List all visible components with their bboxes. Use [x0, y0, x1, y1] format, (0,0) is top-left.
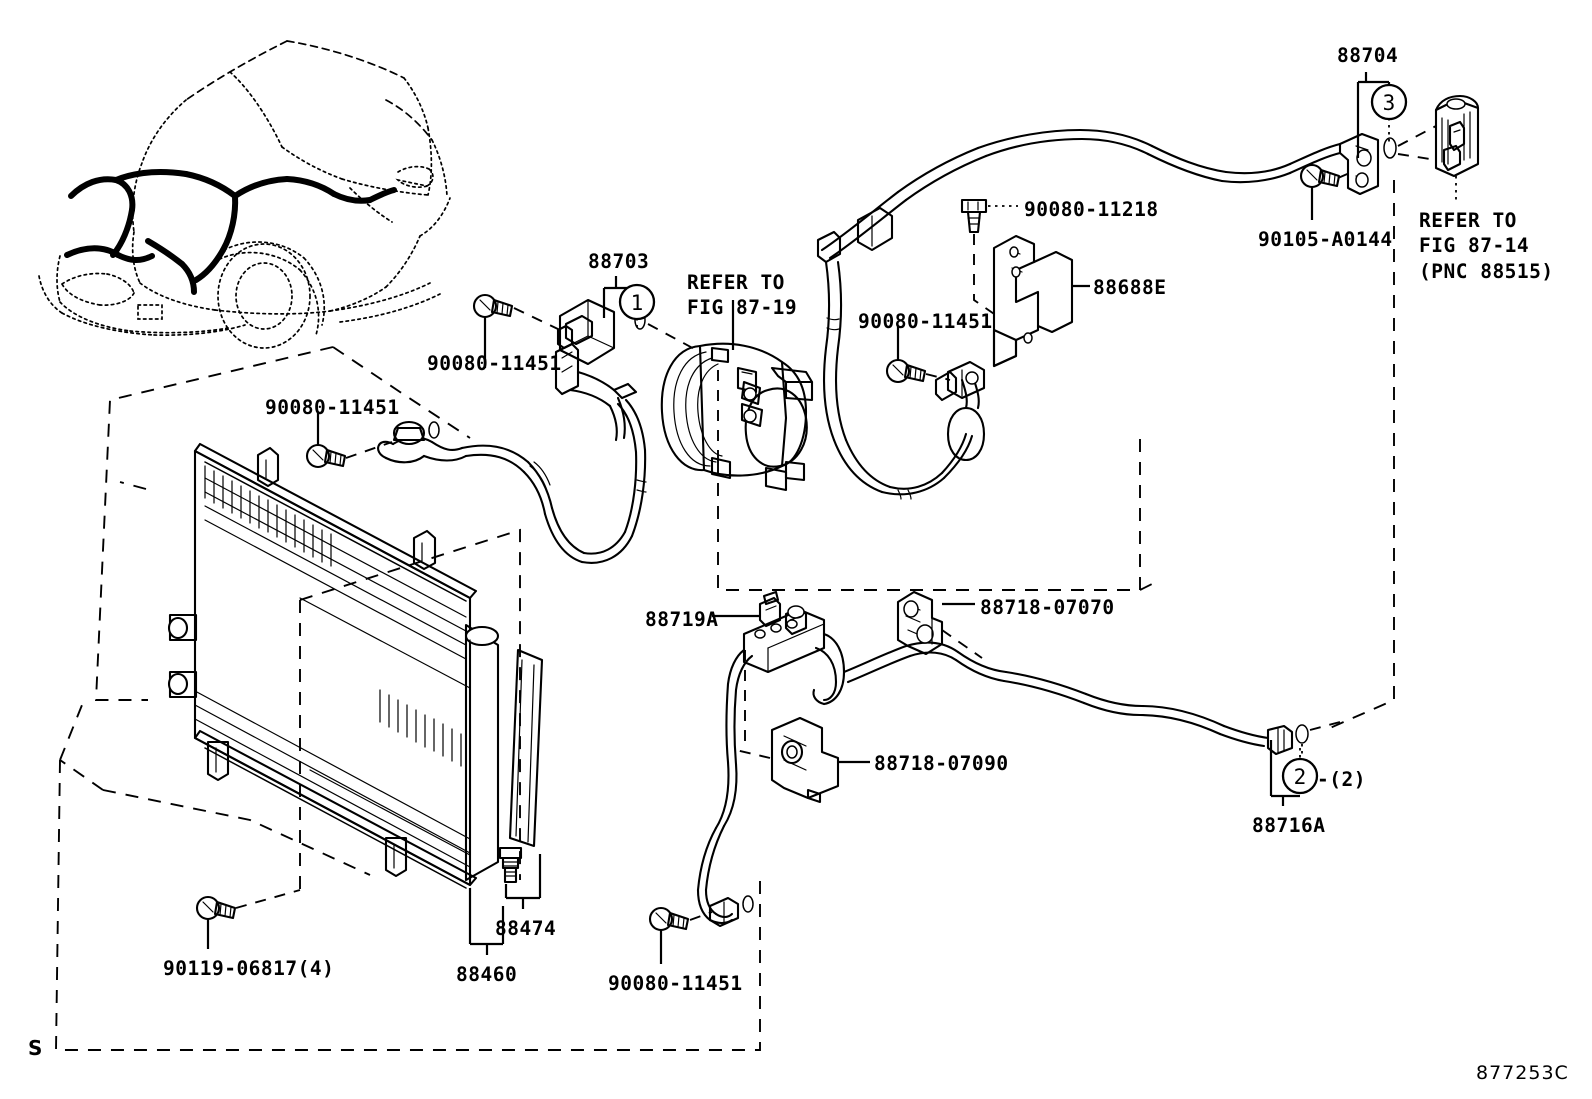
label-90080-11451-b: 90080-11451 — [858, 310, 993, 333]
bolt-icon — [1299, 163, 1341, 189]
label-88716a: 88716A — [1252, 814, 1326, 837]
part-88718-07070-clamp — [896, 590, 944, 656]
bolt-icon — [885, 358, 927, 384]
label-88474: 88474 — [495, 917, 557, 940]
bolt-icon — [472, 293, 514, 319]
compressor-assembly — [660, 342, 814, 492]
corner-mark-s: S — [28, 1036, 43, 1060]
drier-cap — [498, 846, 523, 884]
part-88703-fitting — [554, 298, 646, 442]
part-88716a-pipe — [842, 641, 1309, 756]
harness-highlight — [64, 169, 397, 295]
label-90119-06817: 90119-06817(4) — [163, 957, 335, 980]
label-88460: 88460 — [456, 963, 518, 986]
label-90105-a0144: 90105-A0144 — [1258, 228, 1393, 251]
diagram-code: 877253C — [1476, 1062, 1569, 1084]
part-88718-07090-clamp — [770, 716, 840, 804]
suction-hose-right — [823, 260, 986, 500]
label-90080-11451-c: 90080-11451 — [265, 396, 400, 419]
condenser-assembly — [167, 442, 544, 889]
expansion-valve-part — [1434, 94, 1480, 178]
bolt-icon — [305, 443, 347, 469]
fasteners — [195, 163, 1341, 932]
label-88719a: 88719A — [645, 608, 719, 631]
grouping-boundaries — [55, 180, 1395, 1051]
vehicle-illustration — [38, 40, 451, 349]
callout-leaders — [206, 72, 1457, 964]
label-88704: 88704 — [1337, 44, 1399, 67]
part-88688e-bracket — [992, 234, 1074, 368]
label-88703: 88703 — [588, 250, 650, 273]
label-88718-07070: 88718-07070 — [980, 596, 1115, 619]
label-90080-11218: 90080-11218 — [1024, 198, 1159, 221]
part-88704-pipe — [816, 128, 1397, 264]
bolt-icon — [195, 895, 237, 921]
label-88688e: 88688E — [1093, 276, 1167, 299]
label-90080-11451-a: 90080-11451 — [427, 352, 562, 375]
label-90080-11451-d: 90080-11451 — [608, 972, 743, 995]
label-quantity-2: -(2) — [1317, 768, 1366, 791]
label-88718-07090: 88718-07090 — [874, 752, 1009, 775]
suction-hose-left — [377, 398, 647, 564]
part-88719a-assembly — [696, 590, 846, 928]
bolt-icon — [648, 906, 690, 932]
bolt-icon — [960, 198, 988, 234]
